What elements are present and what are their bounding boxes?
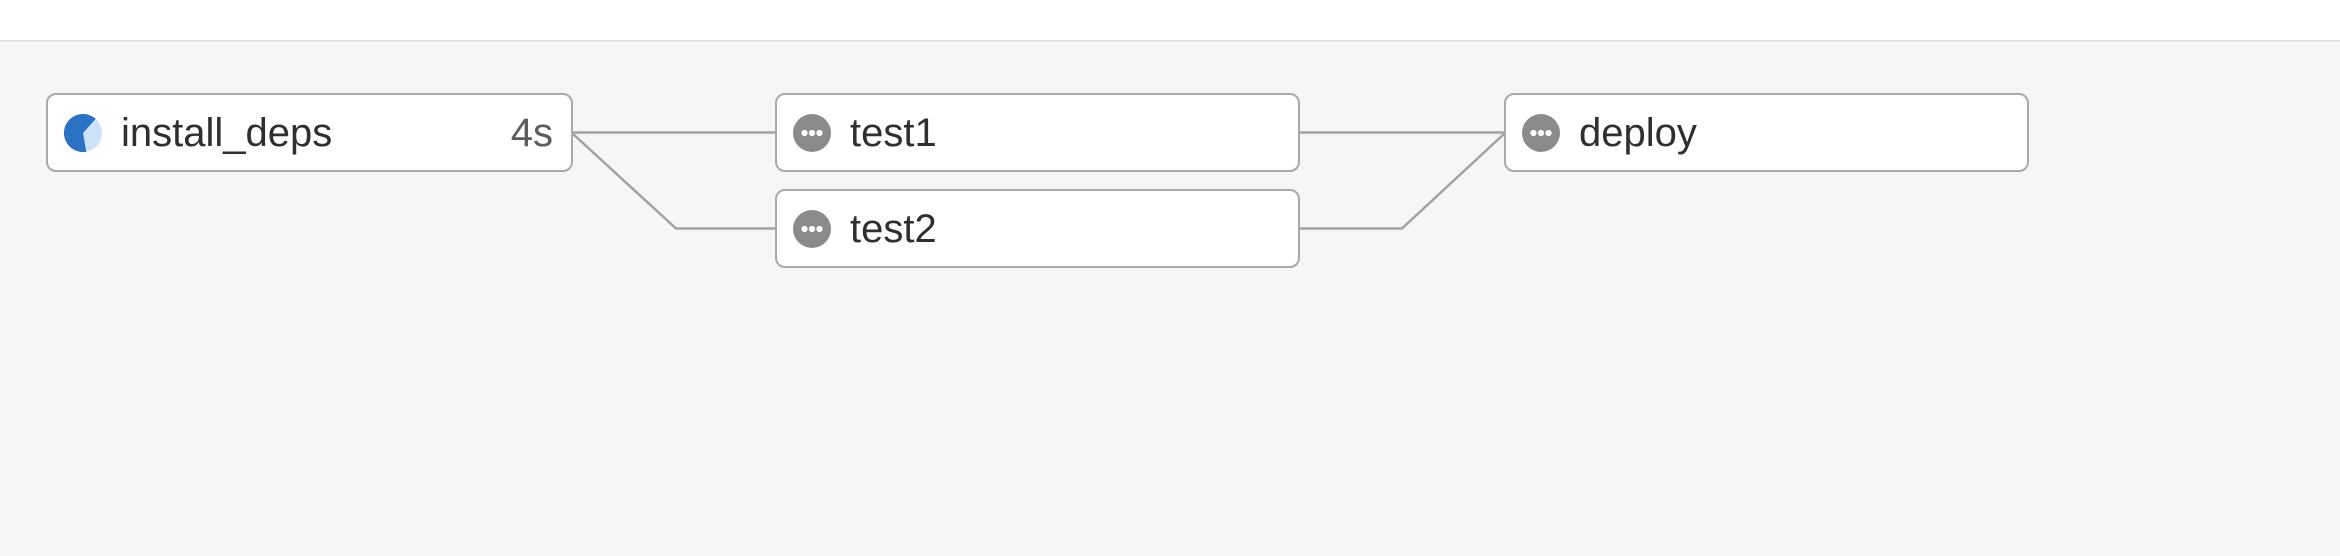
job-duration: 4s bbox=[510, 110, 553, 155]
job-label: test1 bbox=[850, 110, 937, 155]
edge-test2-to-deploy bbox=[1299, 132, 1506, 230]
status-pending-ellipsis-icon bbox=[793, 209, 831, 248]
job-label: install_deps bbox=[121, 110, 333, 155]
job-node-install-deps[interactable]: install_deps 4s bbox=[46, 93, 573, 172]
edge-install-deps-to-test2 bbox=[571, 132, 776, 230]
job-node-test1[interactable]: test1 bbox=[775, 93, 1300, 172]
job-label: test2 bbox=[850, 206, 937, 251]
status-pending-ellipsis-icon bbox=[793, 113, 831, 152]
status-pending-ellipsis-icon bbox=[1522, 113, 1560, 152]
page-header-strip bbox=[0, 0, 2340, 42]
job-node-test2[interactable]: test2 bbox=[775, 189, 1300, 268]
status-running-pie-icon bbox=[64, 113, 102, 152]
pipeline-graph-canvas: install_deps 4s test1 test2 deploy bbox=[0, 43, 2340, 556]
job-node-deploy[interactable]: deploy bbox=[1504, 93, 2029, 172]
job-label: deploy bbox=[1579, 110, 1697, 155]
